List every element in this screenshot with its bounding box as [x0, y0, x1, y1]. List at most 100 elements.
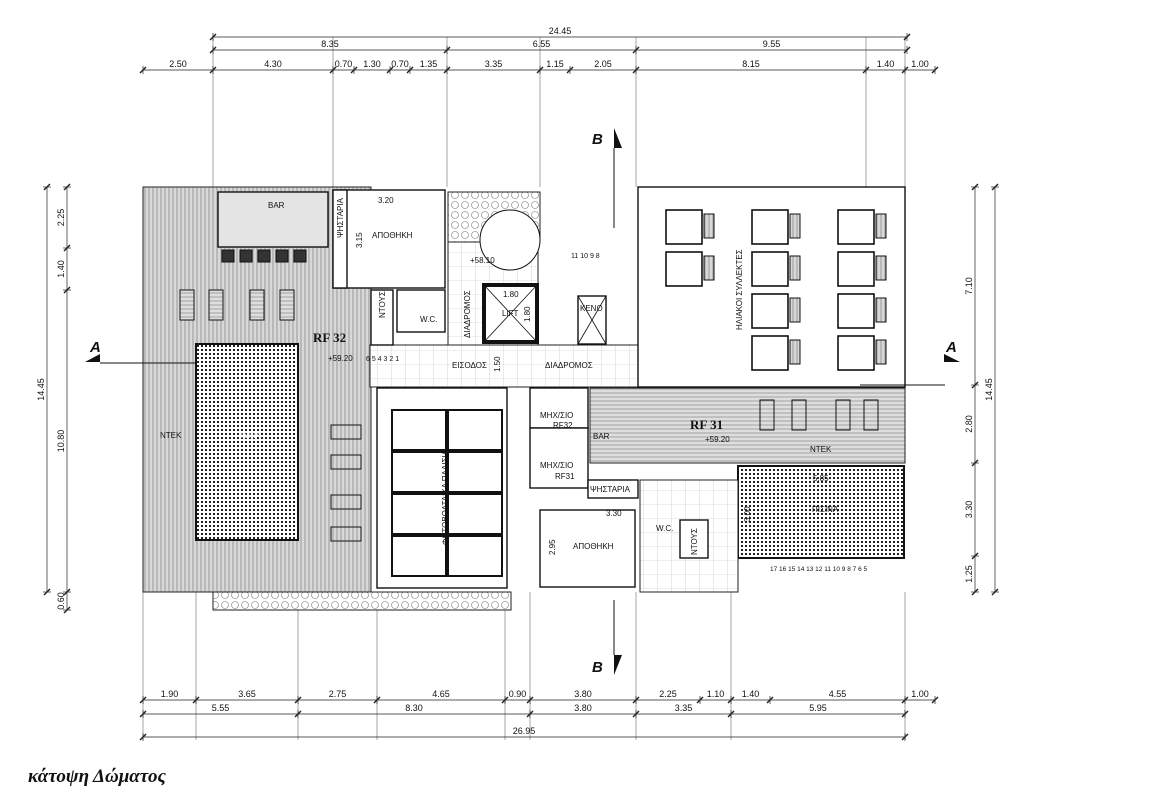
planter-strip [212, 591, 512, 611]
pv-panel [447, 409, 503, 451]
section-arrow-b-top [614, 128, 622, 148]
dim-slash [43, 183, 51, 191]
dim-bottom-detail-label: 1.40 [742, 689, 760, 699]
grill-top [332, 189, 348, 289]
dim-right-detail-label: 2.80 [964, 415, 974, 433]
dim-slash [971, 381, 979, 389]
dim-top-detail-label: 0.70 [335, 59, 353, 69]
dim-bottom-detail-label: 0.90 [509, 689, 527, 699]
dim-bottom-detail-label: 3.65 [238, 689, 256, 699]
sun-lounger [835, 399, 851, 431]
sun-lounger [863, 399, 879, 431]
sun-lounger [330, 494, 362, 510]
label-corridor-h-dim: 1.50 [493, 356, 502, 372]
pv-panel [391, 493, 447, 535]
grill-right [587, 479, 639, 499]
label-storage-top: ΑΠΟΘΗΚΗ [372, 231, 413, 240]
solar-collector [751, 293, 789, 329]
label-pool-left: ΠΙΣΙΝΑ [235, 431, 262, 440]
solar-tank [789, 297, 801, 323]
solar-tank [875, 213, 887, 239]
pv-panel [391, 451, 447, 493]
dim-top-total-label: 24.45 [549, 26, 572, 36]
dim-top-mid-label: 6.55 [533, 39, 551, 49]
section-marker-a-left: A [89, 339, 101, 356]
dim-bottom-detail-label: 2.75 [329, 689, 347, 699]
dim-slash [63, 244, 71, 252]
pv-panel [391, 535, 447, 577]
pv-panel [447, 451, 503, 493]
label-stair-left-nums: 6 5 4 3 2 1 [366, 356, 399, 363]
dim-bottom-detail-label: 2.25 [659, 689, 677, 699]
label-void: ΚΕΝΟ [580, 304, 603, 313]
label-level-stair: +58.10 [470, 256, 495, 265]
dim-top-detail-label: 1.30 [363, 59, 381, 69]
label-storage-top-w: 3.20 [378, 196, 394, 205]
solar-collector [665, 251, 703, 287]
dim-bottom-detail-label: 4.65 [432, 689, 450, 699]
label-pool-right: ΠΙΣΙΝΑ [812, 505, 839, 514]
dim-slash [139, 66, 147, 74]
label-shower-top: ΝΤΟΥΣ [378, 291, 387, 318]
label-mech32: ΜΗΧ/ΣΙΟ [540, 411, 573, 420]
solar-collector [751, 251, 789, 287]
storage-bottom [539, 509, 636, 588]
label-deck-left: ΝΤΕΚ [160, 431, 182, 440]
dim-right-detail-label: 1.25 [964, 565, 974, 583]
solar-collector [751, 209, 789, 245]
mech-rf31 [529, 427, 589, 489]
solar-collector [837, 335, 875, 371]
mech-rf32 [529, 387, 589, 429]
label-rf32: RF 32 [313, 330, 346, 345]
label-wc-right: W.C. [656, 524, 673, 533]
solar-tank [789, 339, 801, 365]
dim-top-detail-label: 0.70 [391, 59, 409, 69]
bar-stool [275, 249, 289, 263]
dim-right-detail-label: 7.10 [964, 277, 974, 295]
sun-lounger [330, 424, 362, 440]
label-entrance: ΕΙΣΟΔΟΣ [452, 361, 487, 370]
solar-tank [875, 255, 887, 281]
dim-top-mid-label: 8.35 [321, 39, 339, 49]
deck-rf31 [589, 387, 906, 464]
dim-bottom-mid-label: 5.95 [809, 703, 827, 713]
drawing-title: κάτοψη Δώματος [28, 766, 166, 787]
pool-right [737, 465, 905, 559]
section-arrow-a-right [944, 354, 960, 362]
pool-left [195, 343, 299, 541]
label-storage-top-h: 3.15 [355, 232, 364, 248]
dim-left-detail-label: 10.80 [56, 430, 66, 453]
dim-top-detail-label: 2.50 [169, 59, 187, 69]
bar-top [217, 191, 329, 248]
solar-tank [789, 213, 801, 239]
sun-lounger [179, 289, 195, 321]
label-storage-bottom: ΑΠΟΘΗΚΗ [573, 542, 614, 551]
label-lift: LIFT [502, 309, 519, 318]
solar-tank [875, 297, 887, 323]
dim-bottom-detail-label: 1.10 [707, 689, 725, 699]
dim-left-detail-label: 1.40 [56, 260, 66, 278]
label-stair-bottom-nums: 17 16 15 14 13 12 11 10 9 8 7 6 5 [770, 566, 867, 573]
dim-bottom-detail-label: 1.00 [911, 689, 929, 699]
label-shower-right: ΝΤΟΥΣ [690, 528, 699, 555]
dim-slash [971, 459, 979, 467]
sun-lounger [759, 399, 775, 431]
dim-left-total-label: 14.45 [36, 378, 46, 401]
label-corridor-h: ΔΙΑΔΡΟΜΟΣ [545, 361, 593, 370]
solar-collector [837, 209, 875, 245]
label-storage-bottom-h: 2.95 [548, 539, 557, 555]
dim-slash [63, 588, 71, 596]
dim-slash [971, 183, 979, 191]
dim-slash [43, 588, 51, 596]
sun-lounger [330, 454, 362, 470]
label-mech32-id: RF32 [553, 421, 573, 430]
dim-slash [386, 66, 394, 74]
bar-stool [239, 249, 253, 263]
section-arrow-a-left [85, 354, 100, 362]
dim-bottom-detail-label: 4.55 [829, 689, 847, 699]
pv-panel [391, 409, 447, 451]
dim-top-detail-label: 1.40 [877, 59, 895, 69]
solar-tank [789, 255, 801, 281]
